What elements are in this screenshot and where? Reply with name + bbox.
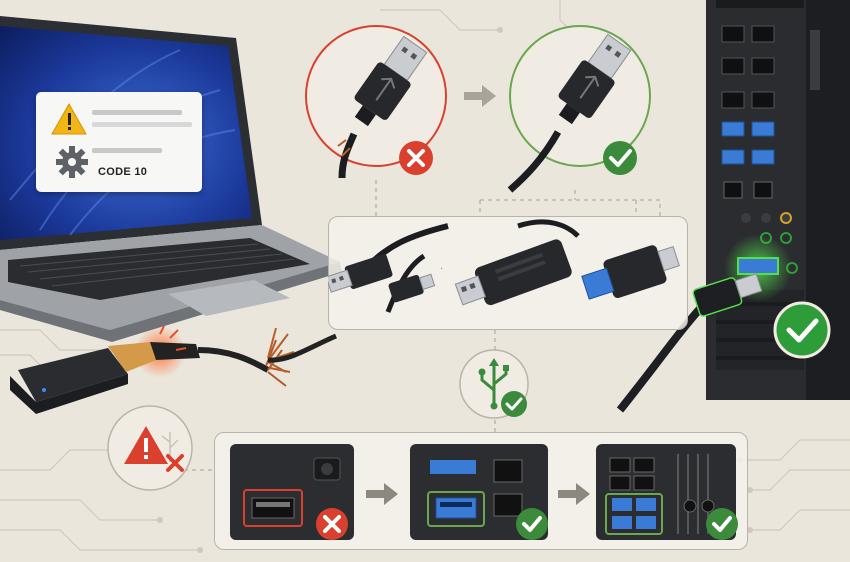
frayed-wires [267,327,337,373]
cable-to-tower [616,299,709,413]
svg-text:·: · [440,264,443,275]
usb-plug-in-tower [692,273,763,317]
blue-usb3-port-step [427,459,548,540]
error-code-label: CODE 10 [98,166,148,178]
driver-warning-step [107,405,193,491]
new-cable-step [507,25,651,193]
arrow-right-icon [366,483,398,505]
adapters-group: · [328,219,680,313]
usb-symbol-step [459,349,529,419]
damaged-cable-step [305,25,447,179]
front-port-step [243,457,348,540]
x-mark-icon [399,141,433,175]
gear-icon [56,146,88,178]
warning-triangle-icon [51,102,192,153]
damaged-usb-adapter [10,325,291,414]
arrow-right-icon [464,85,496,107]
rear-port-cluster-step [605,454,738,540]
error-dialog [36,92,202,192]
arrow-right-icon [558,483,590,505]
check-mark-icon [603,141,637,175]
check-mark-icon [773,301,831,359]
